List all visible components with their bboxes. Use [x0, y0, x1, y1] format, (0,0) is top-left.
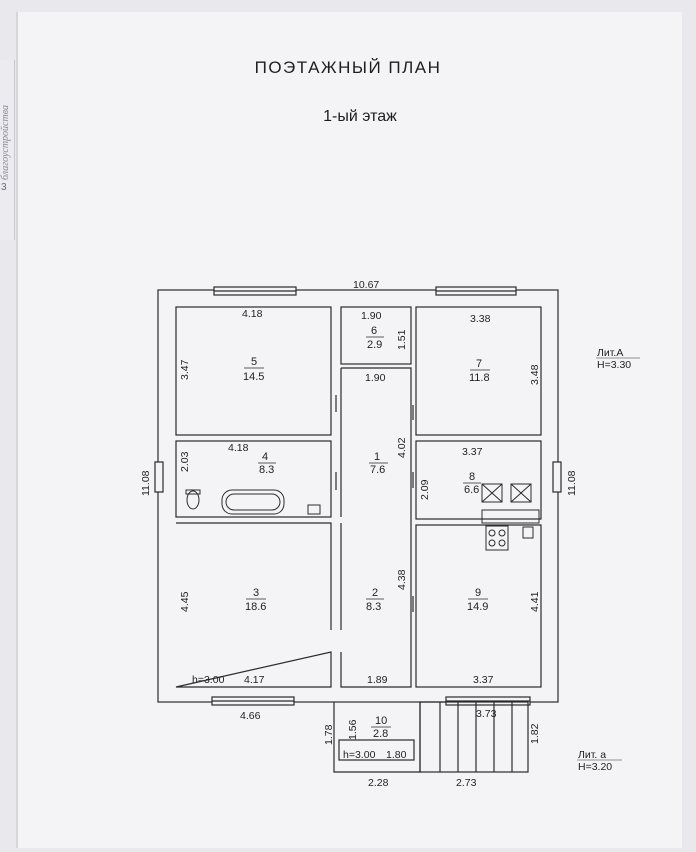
porch-step: [338, 739, 415, 761]
room-2-number: 2: [372, 587, 378, 599]
room-6-area: 2.9: [367, 339, 382, 351]
room-10-number: 10: [375, 715, 387, 727]
room-3-area: 18.6: [245, 601, 266, 613]
toilet: [186, 490, 200, 510]
paper-sheet: [18, 12, 682, 848]
window: [552, 461, 562, 493]
stair-width: 2.73: [456, 777, 477, 789]
room-3-number: 3: [253, 587, 259, 599]
room-3-width: 4.17: [244, 674, 265, 686]
room-5-area: 14.5: [243, 371, 264, 383]
room-9-number: 9: [475, 587, 481, 599]
room-7-height: 3.48: [529, 364, 541, 385]
room-6-outline: [340, 306, 412, 365]
kitchen-sink: [522, 526, 534, 539]
lit-a-small-height: H=3.20: [578, 761, 612, 773]
counter: [481, 509, 540, 524]
room-4-number: 4: [262, 451, 268, 463]
room-7-width: 3.38: [470, 313, 491, 325]
stairs-outline: [419, 701, 529, 773]
room-6-width: 1.90: [361, 310, 382, 322]
room-8-outline: [415, 440, 542, 520]
stair-inner: 3.73: [476, 708, 497, 720]
window: [154, 461, 164, 493]
room-6-number: 6: [371, 325, 377, 337]
room-3-height: 4.45: [179, 591, 191, 612]
room-8-width: 3.37: [462, 446, 483, 458]
room-6-height: 1.51: [396, 329, 408, 350]
overall-left-height: 11.08: [140, 470, 152, 496]
front-width: 4.66: [240, 710, 261, 722]
lit-a-small-label: Лит. а: [578, 749, 606, 761]
room-4-area: 8.3: [259, 464, 274, 476]
lit-a-main-height: H=3.30: [597, 359, 631, 371]
overall-right-height: 11.08: [566, 470, 578, 496]
room-9-outline: [415, 524, 542, 688]
porch-width: 2.28: [368, 777, 389, 789]
room-3-ceiling-height: h=3.00: [192, 674, 225, 686]
room-2-width: 1.89: [367, 674, 388, 686]
room-10-area: 2.8: [373, 728, 388, 740]
sink: [307, 504, 321, 515]
room-4-width: 4.18: [228, 442, 249, 454]
room-1-area: 7.6: [370, 464, 385, 476]
room-5-number: 5: [251, 356, 257, 368]
room-1-height: 4.02: [396, 437, 408, 458]
room-2-area: 8.3: [366, 601, 381, 613]
room-1-width: 1.90: [365, 372, 386, 384]
floor-subtitle: 1-ый этаж: [323, 108, 397, 125]
room-9-width: 3.37: [473, 674, 494, 686]
room-8-height: 2.09: [419, 479, 431, 500]
room-7-outline: [415, 306, 542, 436]
boiler: [510, 483, 532, 503]
room-8-number: 8: [469, 471, 475, 483]
stair-depth: 1.82: [529, 723, 541, 744]
room-9-height: 4.41: [529, 591, 541, 612]
room-10-width: 1.80: [386, 749, 407, 761]
lit-a-main-label: Лит.А: [597, 347, 623, 359]
corridor-outline: [340, 367, 412, 688]
room-5-height: 3.47: [179, 359, 191, 380]
room-2-height: 4.38: [396, 569, 408, 590]
porch-ceiling-height: h=3.00: [343, 749, 376, 761]
bathtub: [221, 489, 285, 515]
room-10-depth: 1.56: [347, 719, 359, 740]
stove-icon: [485, 525, 509, 551]
room-4-height: 2.03: [179, 451, 191, 472]
margin-number: 3: [1, 182, 7, 193]
room-7-area: 11.8: [469, 372, 490, 384]
room-9-area: 14.9: [467, 601, 488, 613]
room-5-width: 4.18: [242, 308, 263, 320]
overall-width: 10.67: [353, 279, 379, 291]
margin-strip: [0, 60, 15, 240]
room-8-area: 6.6: [464, 484, 479, 496]
room-7-number: 7: [476, 358, 482, 370]
room-4-outline: [175, 440, 332, 518]
page-title: ПОЭТАЖНЫЙ ПЛАН: [254, 58, 442, 77]
porch-depth: 1.78: [323, 724, 335, 745]
outer-wall: [157, 289, 559, 703]
boiler: [481, 483, 503, 503]
room-1-number: 1: [374, 451, 380, 463]
room-3-outline: [175, 522, 332, 688]
room-5-outline: [175, 306, 332, 436]
